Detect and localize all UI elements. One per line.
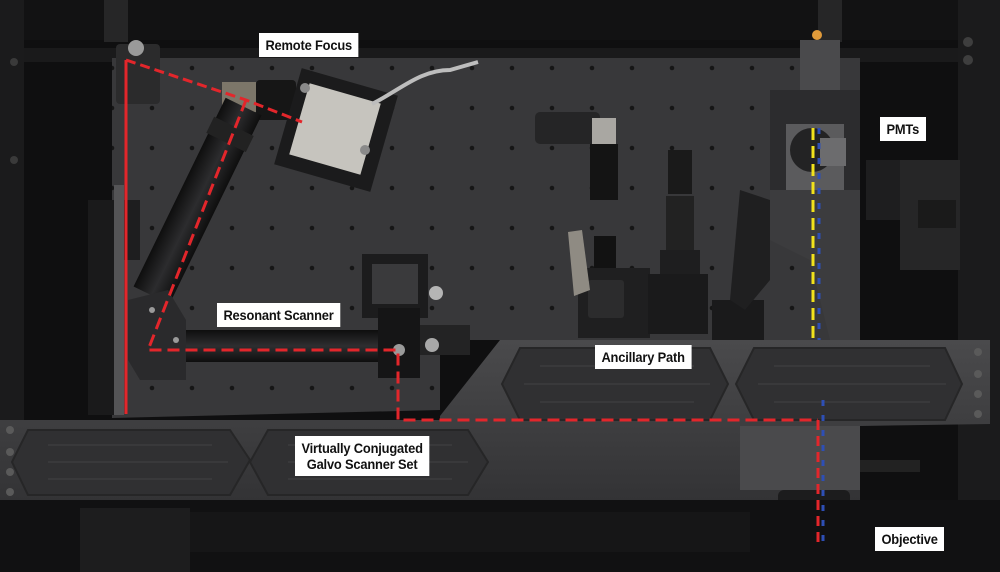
label-galvo-scanner-set: Virtually Conjugated Galvo Scanner Set bbox=[295, 436, 430, 476]
label-objective: Objective bbox=[875, 527, 945, 551]
label-remote-focus: Remote Focus bbox=[259, 33, 359, 57]
microscope-scan-head bbox=[730, 30, 960, 340]
resonant-scanner-mount bbox=[128, 254, 470, 380]
label-ancillary-path-text: Ancillary Path bbox=[601, 349, 685, 365]
beam-segment-scanners-to-objective bbox=[145, 99, 818, 422]
collection-beam-path bbox=[817, 128, 825, 548]
excitation-beam-path bbox=[124, 58, 820, 548]
left-vertical-post bbox=[88, 185, 140, 415]
label-ancillary-path: Ancillary Path bbox=[595, 345, 692, 369]
label-remote-focus-text: Remote Focus bbox=[265, 37, 352, 53]
label-pmts: PMTs bbox=[880, 117, 926, 141]
label-resonant-scanner-text: Resonant Scanner bbox=[223, 307, 334, 323]
camera-and-optics-cluster bbox=[535, 112, 764, 340]
diagonal-relay-tube bbox=[133, 97, 262, 305]
label-resonant-scanner: Resonant Scanner bbox=[217, 303, 341, 327]
label-galvo-line2: Galvo Scanner Set bbox=[306, 456, 418, 472]
lower-shelf bbox=[0, 500, 1000, 572]
label-pmts-text: PMTs bbox=[886, 121, 920, 137]
label-galvo-line1: Virtually Conjugated bbox=[301, 440, 423, 456]
label-objective-text: Objective bbox=[881, 531, 938, 547]
